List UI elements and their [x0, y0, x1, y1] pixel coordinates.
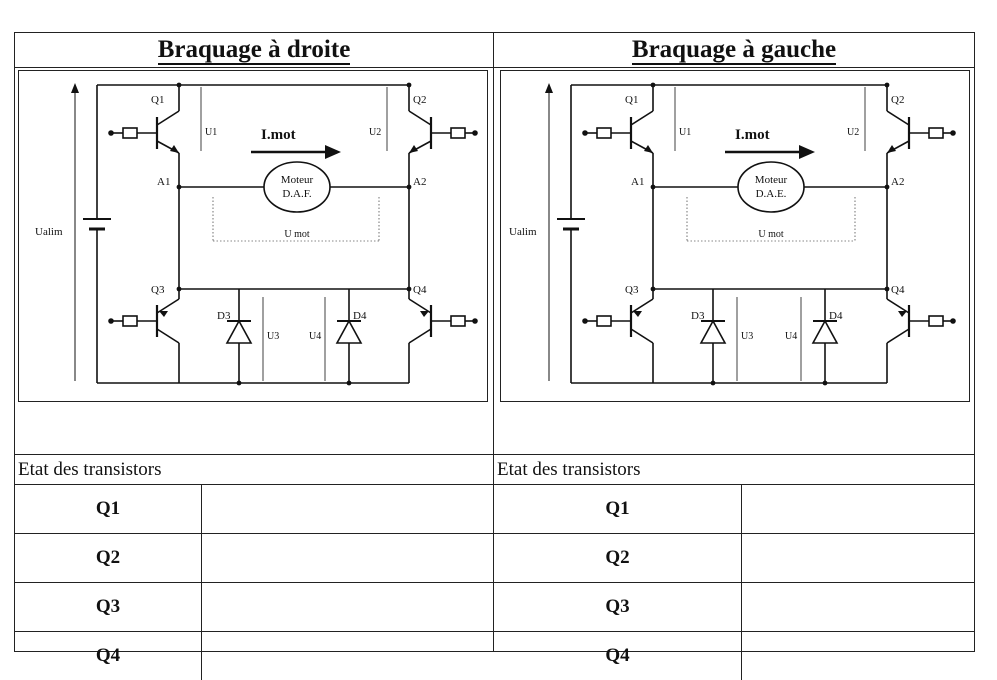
table-row: Q1 [494, 485, 974, 534]
motor-label: Moteur [755, 174, 788, 186]
diagram-area: Ualim Q1 Q2 Q3 Q4 U1 U2 U3 U4 D3 D4 A1 A… [494, 68, 974, 455]
table-row: Q4 [15, 632, 493, 680]
h-bridge-diagram: Ualim Q1 Q2 Q3 Q4 U1 U2 U3 U4 D3 D4 A1 A… [500, 70, 970, 402]
q3-label: Q3 [625, 284, 639, 296]
current-label: I.mot [735, 127, 770, 143]
q4-label: Q4 [413, 284, 427, 296]
u2-label: U2 [369, 127, 381, 138]
motor-label: Moteur [281, 174, 314, 186]
table-row: Q4 [494, 632, 974, 680]
a2-label: A2 [413, 176, 426, 188]
supply-label: Ualim [509, 226, 537, 238]
transistor-name: Q1 [15, 485, 202, 533]
transistor-state-field[interactable] [202, 485, 493, 533]
current-label: I.mot [261, 127, 296, 143]
worksheet-table: Braquage à droite [14, 32, 975, 680]
h-bridge-schematic: Ualim Q1 Q2 Q3 Q4 U1 U2 U3 U4 D3 D4 A1 A… [35, 82, 478, 386]
a1-label: A1 [157, 176, 170, 188]
u1-label: U1 [679, 127, 691, 138]
transistor-name: Q3 [15, 583, 202, 631]
panel-right-steering: Braquage à droite [14, 32, 494, 680]
h-bridge-schematic: Ualim Q1 Q2 Q3 Q4 U1 U2 U3 U4 D3 D4 A1 A… [509, 82, 956, 386]
u4-label: U4 [309, 331, 321, 342]
motor-voltage-label: U mot [758, 229, 784, 240]
supply-label: Ualim [35, 226, 63, 238]
motor-type-label: D.A.F. [282, 188, 312, 200]
motor-type-label: D.A.E. [756, 188, 787, 200]
d3-label: D3 [217, 310, 231, 322]
diagram-area: Ualim Q1 Q2 Q3 Q4 U1 U2 U3 U4 D3 D4 A1 A… [15, 68, 493, 455]
table-row: Q2 [15, 534, 493, 583]
transistor-name: Q3 [494, 583, 742, 631]
u1-label: U1 [205, 127, 217, 138]
q4-label: Q4 [891, 284, 905, 296]
panel-title-text: Braquage à droite [157, 36, 351, 65]
u4-label: U4 [785, 331, 797, 342]
q1-label: Q1 [151, 94, 164, 106]
table-row: Q3 [15, 583, 493, 632]
transistor-name: Q2 [15, 534, 202, 582]
q3-label: Q3 [151, 284, 165, 296]
q2-label: Q2 [413, 94, 426, 106]
transistor-state-header: Etat des transistors [494, 455, 974, 485]
table-row: Q2 [494, 534, 974, 583]
transistor-state-field[interactable] [742, 485, 974, 533]
u2-label: U2 [847, 127, 859, 138]
transistor-name: Q1 [494, 485, 742, 533]
d3-label: D3 [691, 310, 705, 322]
transistor-state-header: Etat des transistors [15, 455, 493, 485]
d4-label: D4 [353, 310, 367, 322]
a2-label: A2 [891, 176, 904, 188]
a1-label: A1 [631, 176, 644, 188]
transistor-state-field[interactable] [202, 534, 493, 582]
transistor-name: Q4 [494, 632, 742, 680]
transistor-state-field[interactable] [202, 583, 493, 631]
panel-left-steering: Braquage à gauche [493, 32, 975, 680]
u3-label: U3 [741, 331, 753, 342]
transistor-state-field[interactable] [202, 632, 493, 680]
transistor-name: Q2 [494, 534, 742, 582]
q1-label: Q1 [625, 94, 638, 106]
panel-title: Braquage à gauche [494, 33, 974, 68]
panel-title-text: Braquage à gauche [631, 36, 837, 65]
transistor-state-field[interactable] [742, 534, 974, 582]
h-bridge-diagram: Ualim Q1 Q2 Q3 Q4 U1 U2 U3 U4 D3 D4 A1 A… [18, 70, 488, 402]
table-row: Q3 [494, 583, 974, 632]
panel-title: Braquage à droite [15, 33, 493, 68]
q2-label: Q2 [891, 94, 904, 106]
transistor-state-field[interactable] [742, 583, 974, 631]
u3-label: U3 [267, 331, 279, 342]
transistor-state-field[interactable] [742, 632, 974, 680]
d4-label: D4 [829, 310, 843, 322]
transistor-name: Q4 [15, 632, 202, 680]
table-row: Q1 [15, 485, 493, 534]
motor-voltage-label: U mot [284, 229, 310, 240]
